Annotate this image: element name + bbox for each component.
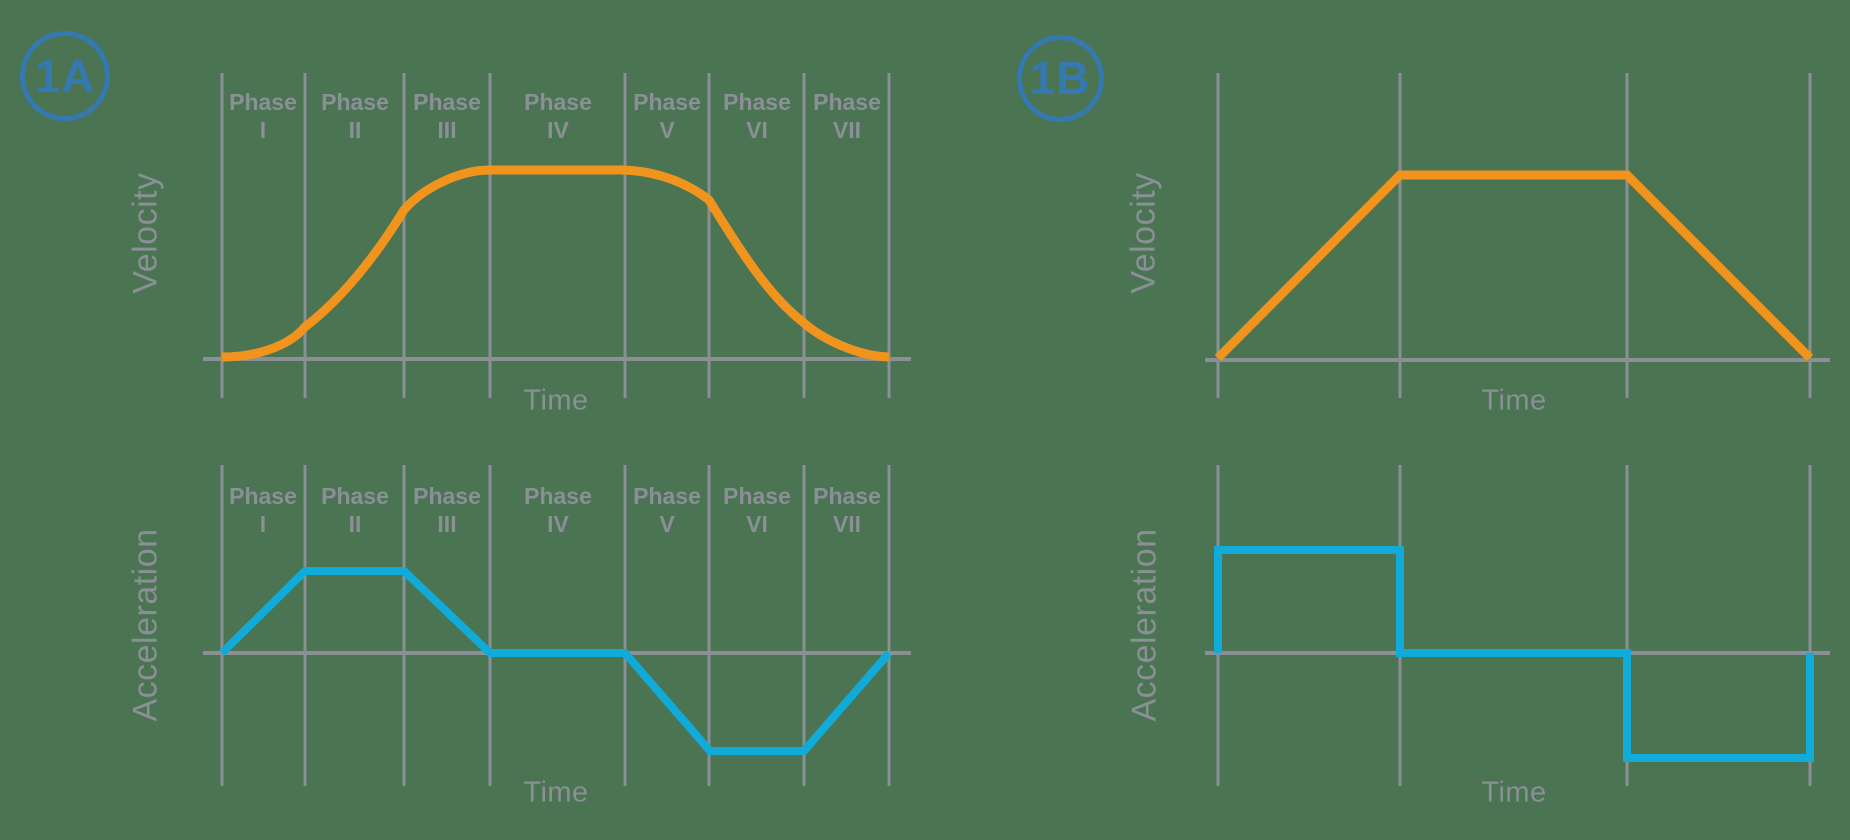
- chart-1b-acceleration: [1205, 465, 1830, 786]
- chart-1a-velocity: [203, 73, 911, 398]
- phase-word: Phase: [413, 89, 481, 115]
- phase-word: Phase: [524, 483, 592, 509]
- phase-word: Phase: [813, 483, 881, 509]
- phase-word: Phase: [813, 89, 881, 115]
- xlabel-time: Time: [1481, 776, 1547, 809]
- ylabel-acceleration: Acceleration: [126, 528, 165, 722]
- badge-label: 1A: [34, 50, 96, 102]
- phase-numeral: III: [437, 117, 457, 143]
- phase-numeral: II: [348, 117, 362, 143]
- phase-word: Phase: [723, 483, 791, 509]
- phase-word: Phase: [524, 89, 592, 115]
- badge-1a: 1A: [20, 31, 110, 121]
- xlabel-time: Time: [523, 384, 589, 417]
- xlabel-time: Time: [1481, 384, 1547, 417]
- phase-numeral: I: [259, 511, 267, 537]
- phase-numeral: II: [348, 511, 362, 537]
- phase-word: Phase: [229, 89, 297, 115]
- phase-numeral: VI: [746, 511, 768, 537]
- ylabel-velocity: Velocity: [126, 172, 165, 294]
- phase-numeral: III: [437, 511, 457, 537]
- badge-label: 1B: [1029, 52, 1091, 104]
- phase-word: Phase: [723, 89, 791, 115]
- 1b-velocity-curve: [1214, 170, 1814, 362]
- chart-1b-velocity: [1205, 73, 1830, 398]
- phase-numeral: IV: [547, 511, 569, 537]
- phase-numeral: VII: [832, 117, 862, 143]
- phase-word: Phase: [229, 483, 297, 509]
- phase-word: Phase: [633, 483, 701, 509]
- badge-1b: 1B: [1016, 34, 1104, 122]
- phase-numeral: VII: [832, 511, 862, 537]
- 1a-velocity-curve: [221, 165, 890, 362]
- phase-numeral: V: [659, 117, 675, 143]
- 1b-acceleration-curve: [1214, 546, 1814, 762]
- phase-numeral: VI: [746, 117, 768, 143]
- chart-1a-acceleration: [203, 465, 911, 786]
- phase-numeral: I: [259, 117, 267, 143]
- 1a-acceleration-curve: [219, 567, 893, 755]
- ylabel-velocity: Velocity: [1124, 172, 1163, 294]
- phase-numeral: IV: [547, 117, 569, 143]
- phase-numeral: V: [659, 511, 675, 537]
- xlabel-time: Time: [523, 776, 589, 809]
- phase-word: Phase: [413, 483, 481, 509]
- phase-word: Phase: [321, 483, 389, 509]
- phase-word: Phase: [321, 89, 389, 115]
- ylabel-acceleration: Acceleration: [1125, 528, 1164, 722]
- phase-word: Phase: [633, 89, 701, 115]
